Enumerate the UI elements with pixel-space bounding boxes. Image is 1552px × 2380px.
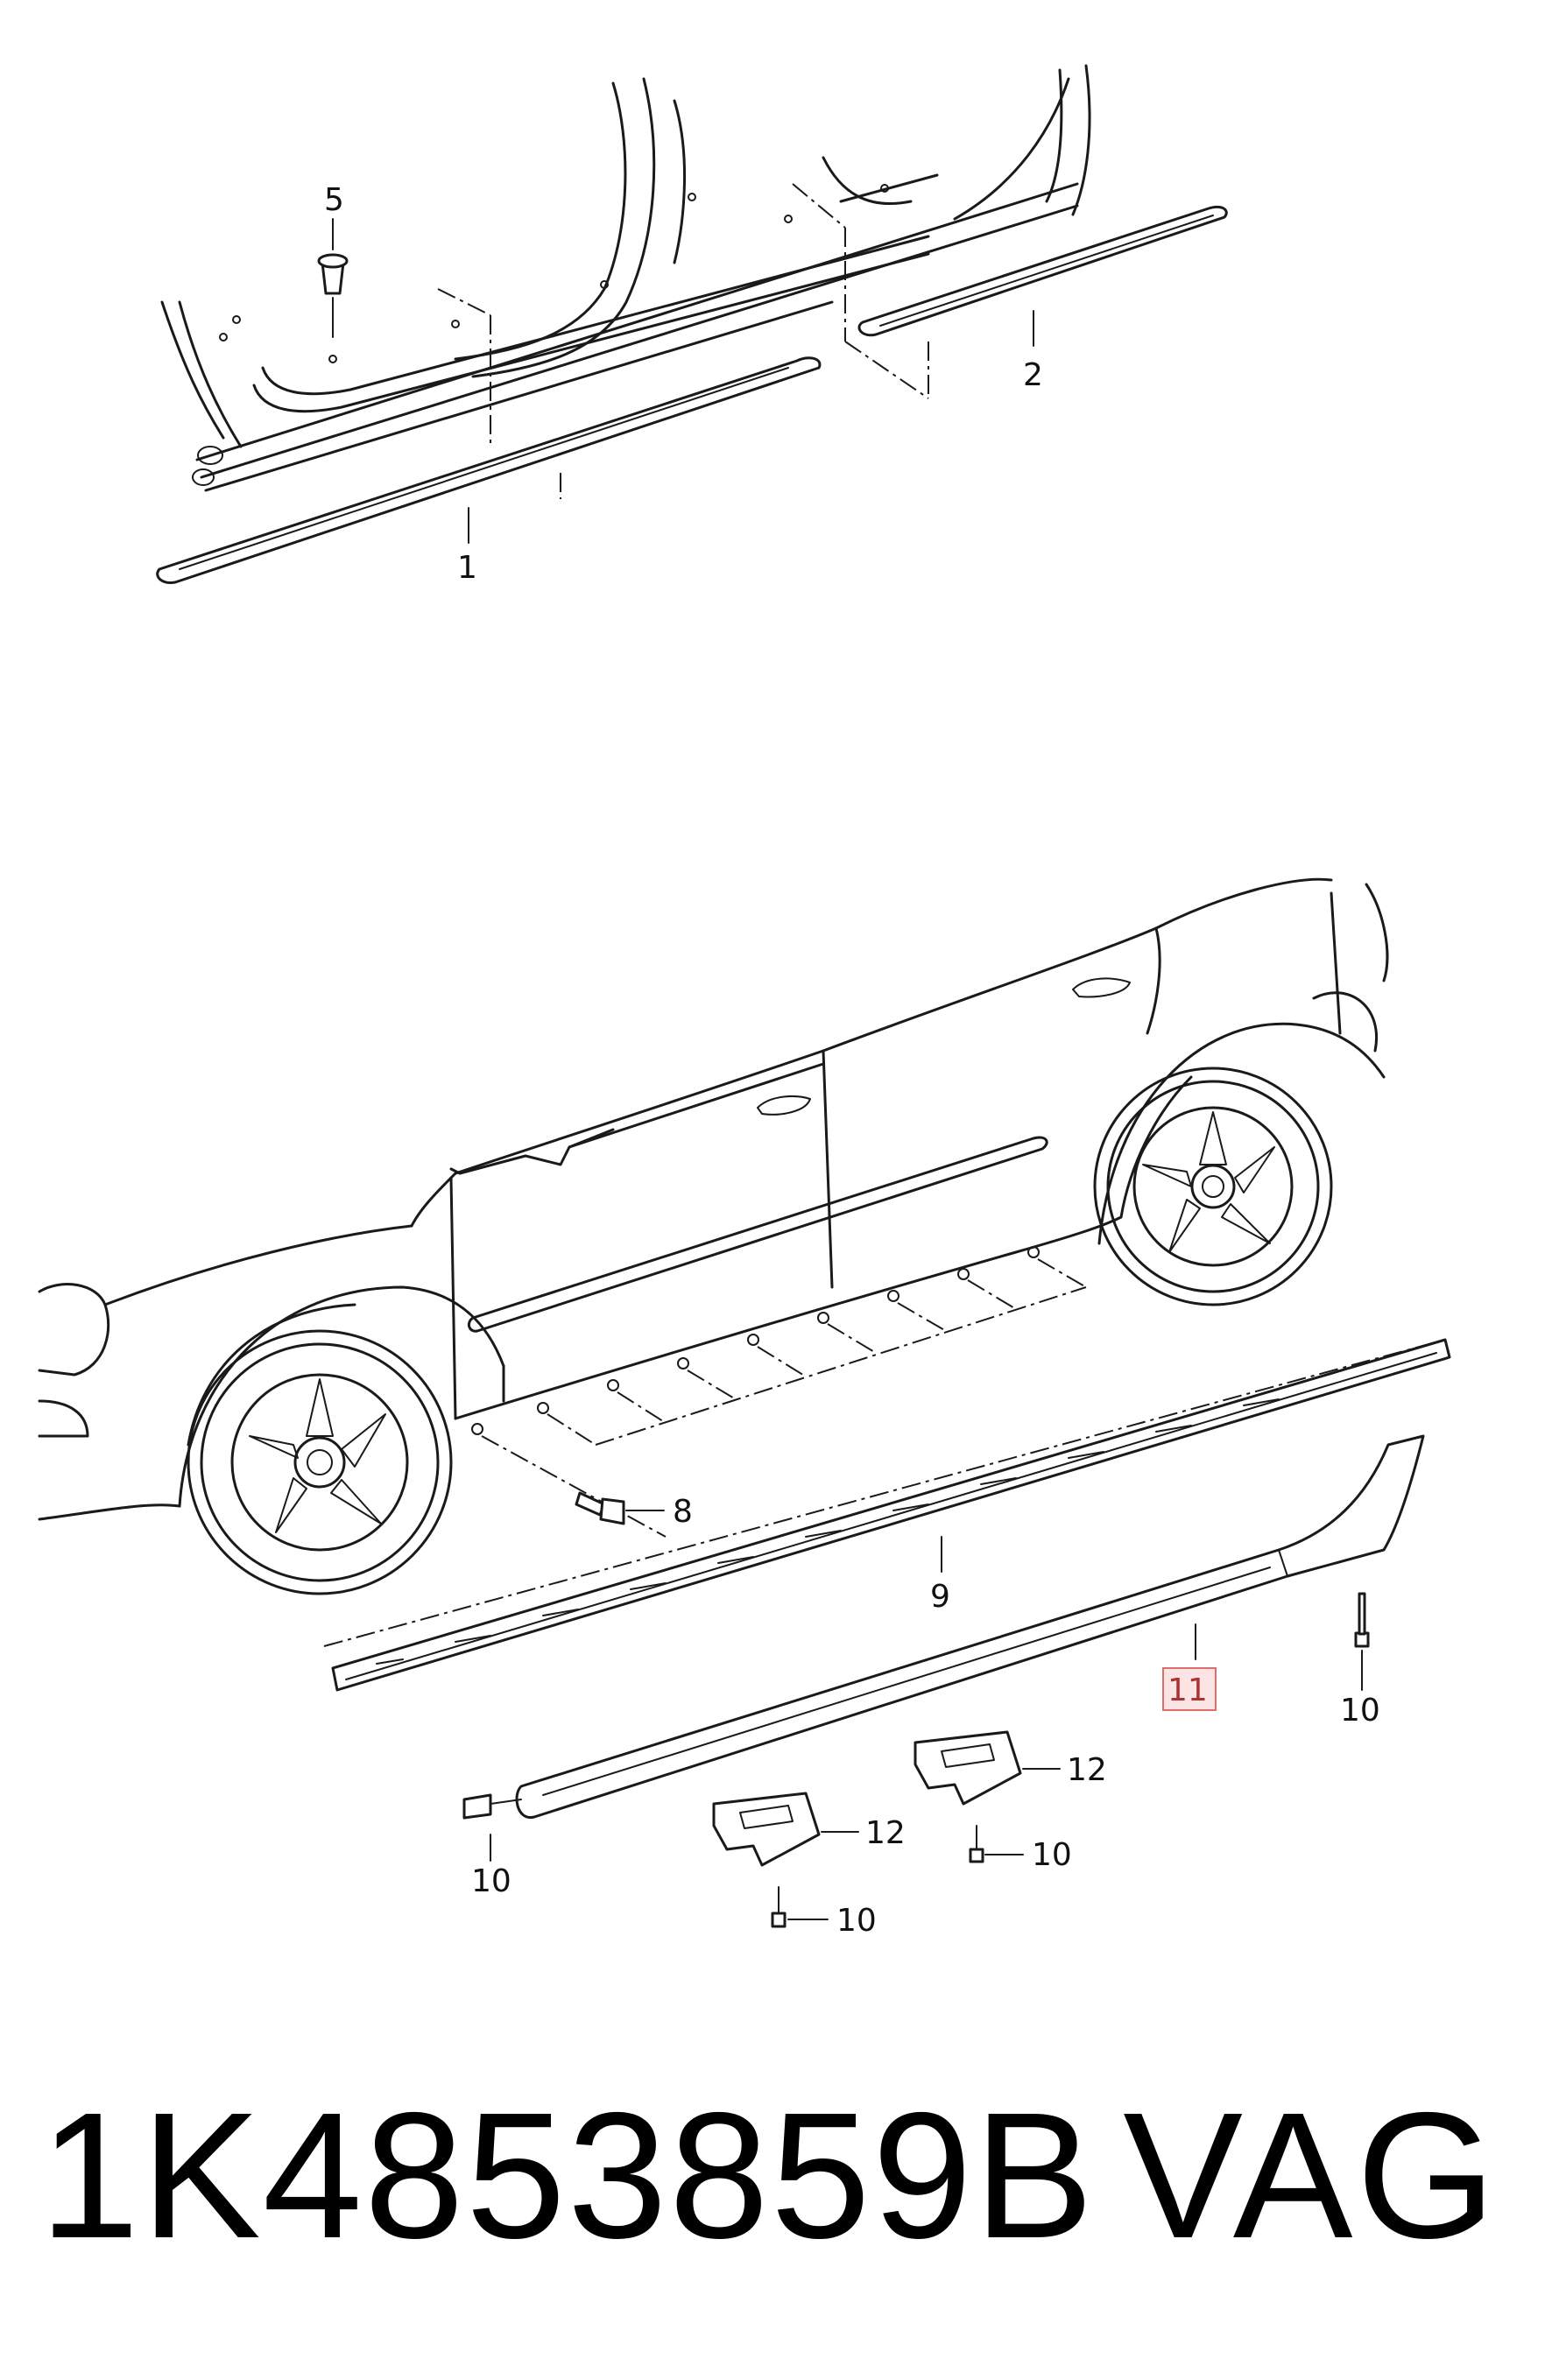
callout-12-upper: 12 — [1067, 1752, 1107, 1788]
bolt-8 — [575, 1491, 665, 1525]
part-number: 1K4853859B — [39, 2075, 1096, 2276]
car-side-body — [38, 877, 1446, 1647]
callout-10-right: 10 — [1340, 1693, 1380, 1729]
footer: 1K4853859B VAG — [0, 2062, 1552, 2290]
clips-12 — [712, 1730, 1061, 1867]
callout-8: 8 — [673, 1494, 693, 1530]
callout-10-lower: 10 — [836, 1903, 877, 1939]
brand-label: VAG — [1123, 2075, 1499, 2276]
rail-9 — [331, 1338, 1451, 1692]
callout-9: 9 — [930, 1579, 950, 1615]
callout-10-left: 10 — [471, 1863, 511, 1899]
callout-10-middle: 10 — [1032, 1837, 1072, 1873]
side-skirt-11 — [515, 1434, 1425, 1819]
callout-1: 1 — [457, 550, 477, 586]
callout-2: 2 — [1023, 357, 1043, 393]
screws-10 — [462, 1592, 1370, 1928]
callout-11-highlight — [1162, 1667, 1217, 1711]
callout-11: 11 — [1168, 1672, 1208, 1708]
top-sill-assembly — [156, 64, 1228, 585]
callout-12-lower: 12 — [865, 1815, 906, 1851]
callout-5: 5 — [324, 182, 344, 218]
